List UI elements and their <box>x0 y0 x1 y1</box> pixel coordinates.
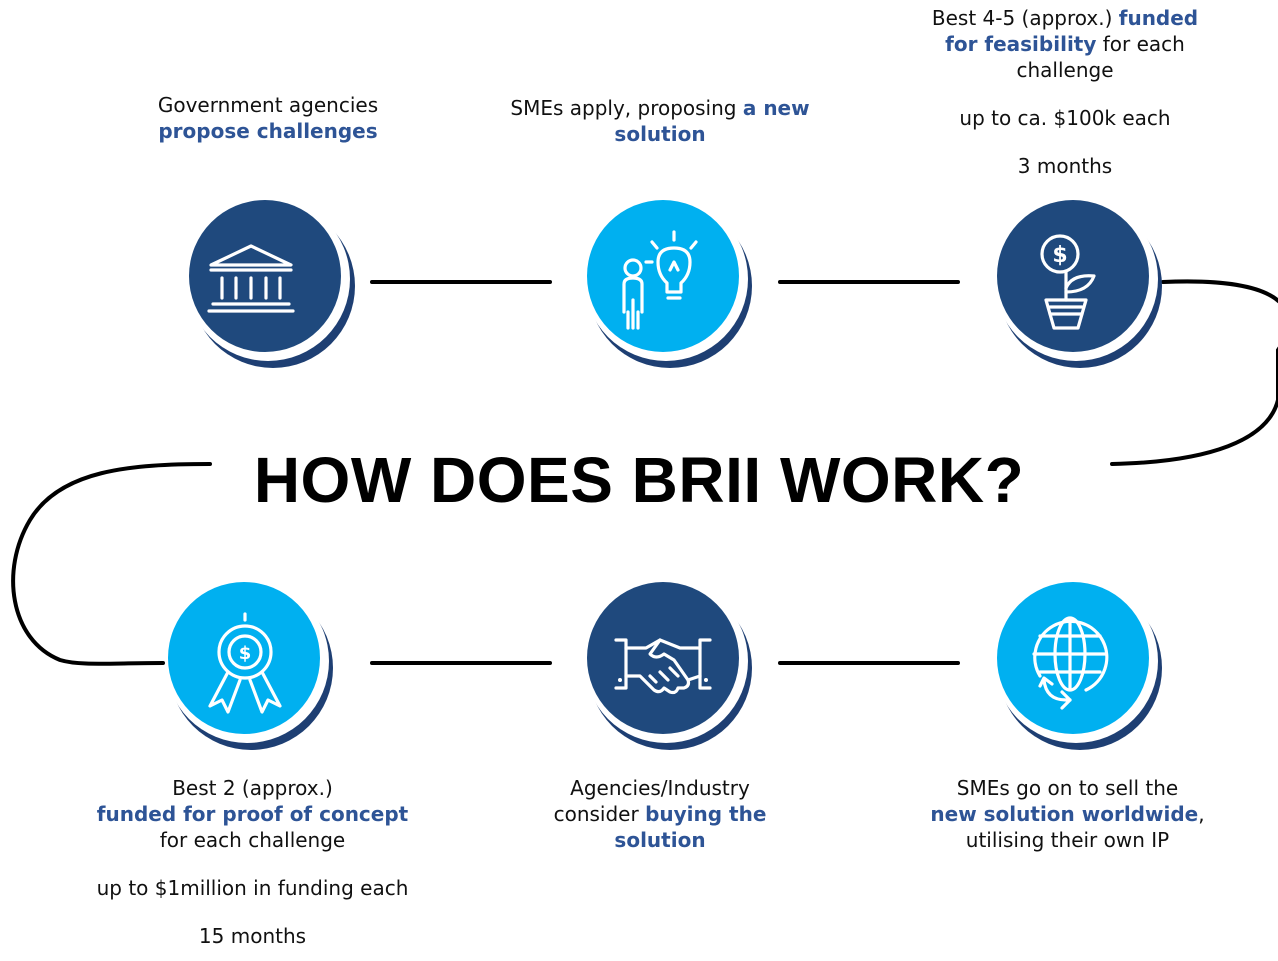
caption-line: utilising their own IP <box>900 827 1235 853</box>
globe-refresh-icon <box>1032 616 1109 710</box>
government-building-icon <box>207 244 295 313</box>
caption-line: for each challenge <box>60 827 445 853</box>
caption-text: for each <box>1096 32 1185 56</box>
caption-line: Best 2 (approx.) <box>60 775 445 801</box>
caption-line: SMEs go on to sell the <box>900 775 1235 801</box>
connector-title-to-step4 <box>11 462 212 666</box>
caption-line: challenge <box>900 57 1230 83</box>
caption-line: new solution worldwide, <box>900 801 1235 827</box>
caption-line: Government agencies <box>108 92 428 118</box>
caption-text: , <box>1198 802 1205 826</box>
caption-line: Agencies/Industry <box>510 775 810 801</box>
connector-step3-to-title <box>1110 279 1278 466</box>
caption-line: Best 4-5 (approx.) funded <box>900 5 1230 31</box>
caption-line: solution <box>490 121 830 147</box>
step-2-circle <box>584 197 752 368</box>
caption-highlight-text: funded for proof of concept <box>96 802 409 826</box>
page-title: HOW DOES BRII WORK? <box>253 444 1025 516</box>
caption-line: propose challenges <box>108 118 428 144</box>
caption-text: SMEs apply, proposing <box>510 96 743 120</box>
caption-line: for feasibility for each <box>900 31 1230 57</box>
caption-text: Government agencies <box>157 93 379 117</box>
caption-line: funded for proof of concept <box>60 801 445 827</box>
money-plant-icon: $ <box>1040 234 1096 330</box>
caption-line: SMEs apply, proposing a new <box>490 95 830 121</box>
svg-text:$: $ <box>1052 243 1067 268</box>
person-lightbulb-icon <box>622 230 698 330</box>
caption-highlight-text: a new <box>742 96 810 120</box>
caption-text: Agencies/Industry <box>570 776 750 800</box>
step-1-circle <box>186 197 355 368</box>
step-3-circle: $ <box>994 197 1162 368</box>
caption-text: challenge <box>1016 58 1114 82</box>
caption-detail: 3 months <box>1017 154 1113 178</box>
caption-highlight-text: propose challenges <box>158 119 378 143</box>
step-4-circle: $ <box>165 579 333 750</box>
caption-highlight-text: solution <box>614 828 706 852</box>
caption-highlight-text: new solution worldwide <box>930 802 1199 826</box>
caption-text: Best 2 (approx.) <box>172 776 333 800</box>
caption-detail: 15 months <box>198 924 307 948</box>
step-4-caption: Best 2 (approx.)funded for proof of conc… <box>60 775 445 949</box>
award-ribbon-icon: $ <box>208 612 282 714</box>
caption-line: consider buying the <box>510 801 810 827</box>
handshake-icon <box>614 638 712 695</box>
caption-text: for each challenge <box>159 828 346 852</box>
caption-text: SMEs go on to sell the <box>956 776 1179 800</box>
caption-text: consider <box>553 802 646 826</box>
caption-highlight-text: buying the <box>645 802 767 826</box>
caption-line: solution <box>510 827 810 853</box>
caption-detail: up to ca. $100k each <box>959 106 1171 130</box>
caption-text: utilising their own IP <box>965 828 1170 852</box>
caption-text: Best 4-5 (approx.) <box>931 6 1119 30</box>
caption-highlight-text: for feasibility <box>945 32 1097 56</box>
step-6-circle <box>994 579 1162 750</box>
caption-highlight-text: solution <box>614 122 706 146</box>
step-5-circle <box>584 579 752 750</box>
svg-text:$: $ <box>239 643 252 664</box>
caption-highlight-text: funded <box>1118 6 1199 30</box>
connector-lines <box>11 279 1278 666</box>
caption-detail: up to $1million in funding each <box>96 876 409 900</box>
